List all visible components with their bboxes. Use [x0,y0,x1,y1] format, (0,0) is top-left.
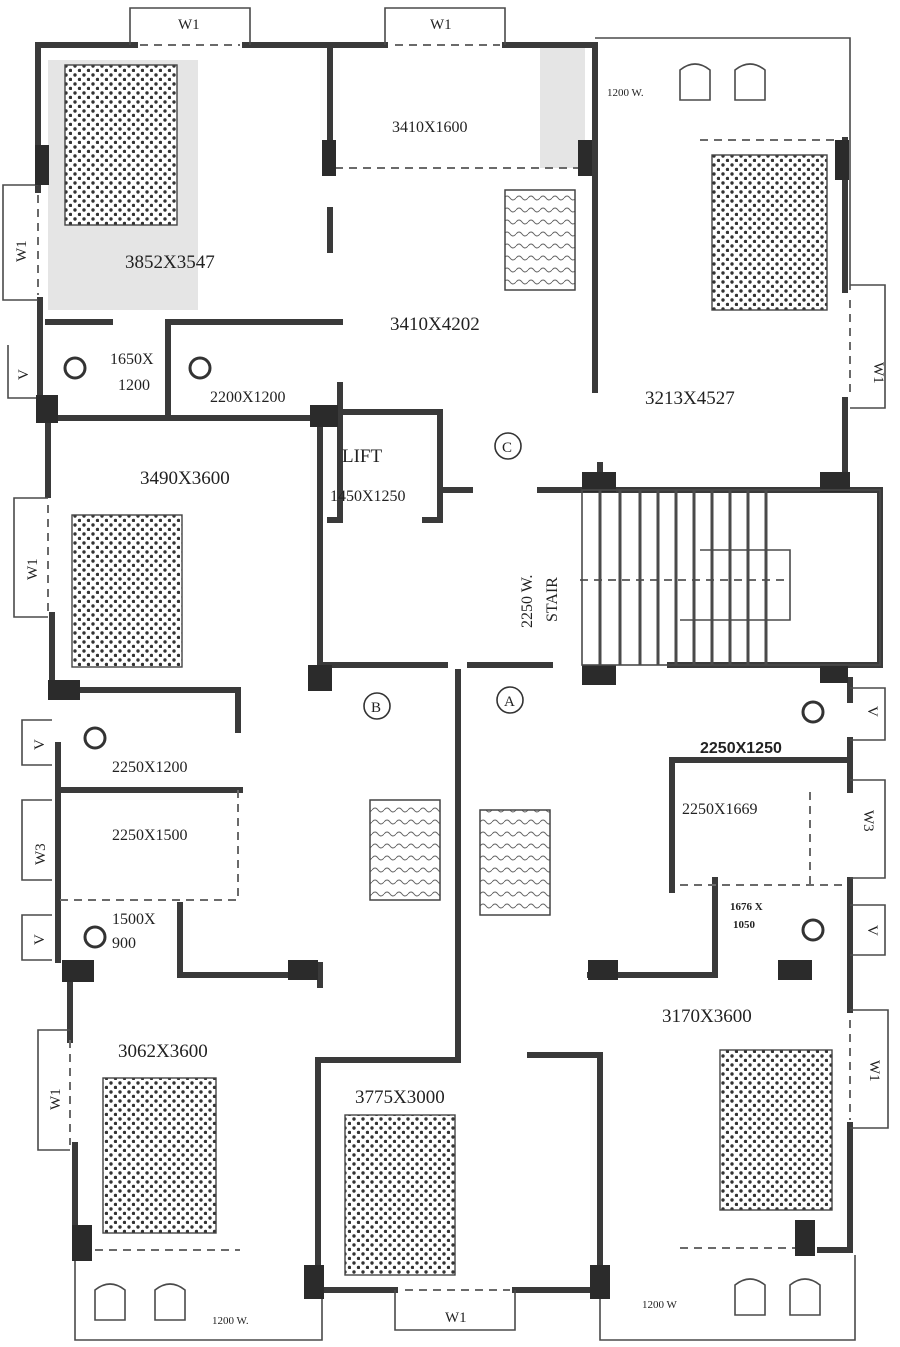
vent-label-right-lower: V [864,925,880,936]
window-label-right-lower: W1 [866,1060,882,1082]
bed-top-right [711,154,828,311]
room-size-wc-right: 1676 X [730,901,763,913]
sofas [94,63,821,1321]
room-size-bath-mid-left: 2250X1200 [112,759,188,776]
window-label-right-upper: W1 [870,362,886,384]
room-size-bedroom-top-right: 3213X4527 [645,388,735,409]
bed-bottom-center [344,1114,456,1276]
room-size-wc-right-2: 1050 [733,919,756,931]
wc-fixtures [63,356,825,949]
walls [35,37,883,1341]
vent-label-mid-left: V [32,739,48,750]
window-label-w3-left: W3 [33,843,49,865]
room-size-bedroom-bottom-right: 3170X3600 [662,1006,752,1027]
vent-label-low-left: V [32,934,48,945]
window-label-bottom: W1 [445,1310,467,1326]
room-size-hall-top: 3410X4202 [390,314,480,335]
room-size-wc-left-2: 900 [112,935,136,952]
bed-bottom-left [102,1077,217,1234]
balcony-label-bottom-left: 1200 W. [212,1315,249,1327]
window-label-w3-right: W3 [860,810,876,832]
room-size-bedroom-bottom-left: 3062X3600 [118,1041,208,1062]
vent-label-top-left: V [16,369,32,380]
window-label-left-mid: W1 [25,558,41,580]
dining-tables [369,189,576,916]
window-label-top-kitchen: W1 [430,17,452,33]
stair-width: 2250 W. [519,575,536,628]
room-size-wc-left: 1500X [112,911,156,928]
stair [581,489,881,666]
room-size-bedroom-bottom-center: 3775X3000 [355,1087,445,1108]
stair-label: STAIR [544,577,561,622]
room-size-master-top-left: 3852X3547 [125,252,215,273]
window-bays [2,7,889,1331]
room-size-bath-top-left: 1650X [110,351,154,368]
svg-text:C: C [502,440,512,456]
balcony-label-top: 1200 W. [607,87,644,99]
window-label-top-left: W1 [178,17,200,33]
svg-text:A: A [504,694,515,710]
lift-size: 1450X1250 [330,488,406,505]
balcony-label-bottom-right: 1200 W [642,1299,678,1311]
vent-label-right-upper: V [864,706,880,717]
room-size-kitchen-left: 2250X1500 [112,827,188,844]
room-size-bedroom-mid-left: 3490X3600 [140,468,230,489]
window-glass-lines [37,44,851,1291]
marker-b: B [363,692,391,720]
window-label-left-upper: W1 [14,240,30,262]
svg-text:B: B [371,700,381,716]
marker-c: C [494,432,522,460]
bed-bottom-right [719,1049,833,1211]
bed-mid-left [71,514,183,668]
window-label-left-lower: W1 [48,1088,64,1110]
marker-a: A [496,686,524,714]
room-size-kitchen-top: 3410X1600 [392,119,468,136]
structural-columns [35,140,850,1299]
lift-label: LIFT [342,446,383,467]
beds [64,64,833,1276]
room-size-passage-top: 2200X1200 [210,389,286,406]
room-size-kitchen-right: 2250X1669 [682,801,758,818]
room-size-bath-right: 2250X1250 [700,740,782,757]
room-size-bath-top-left-2: 1200 [118,377,150,394]
bed-top-left [64,64,178,226]
